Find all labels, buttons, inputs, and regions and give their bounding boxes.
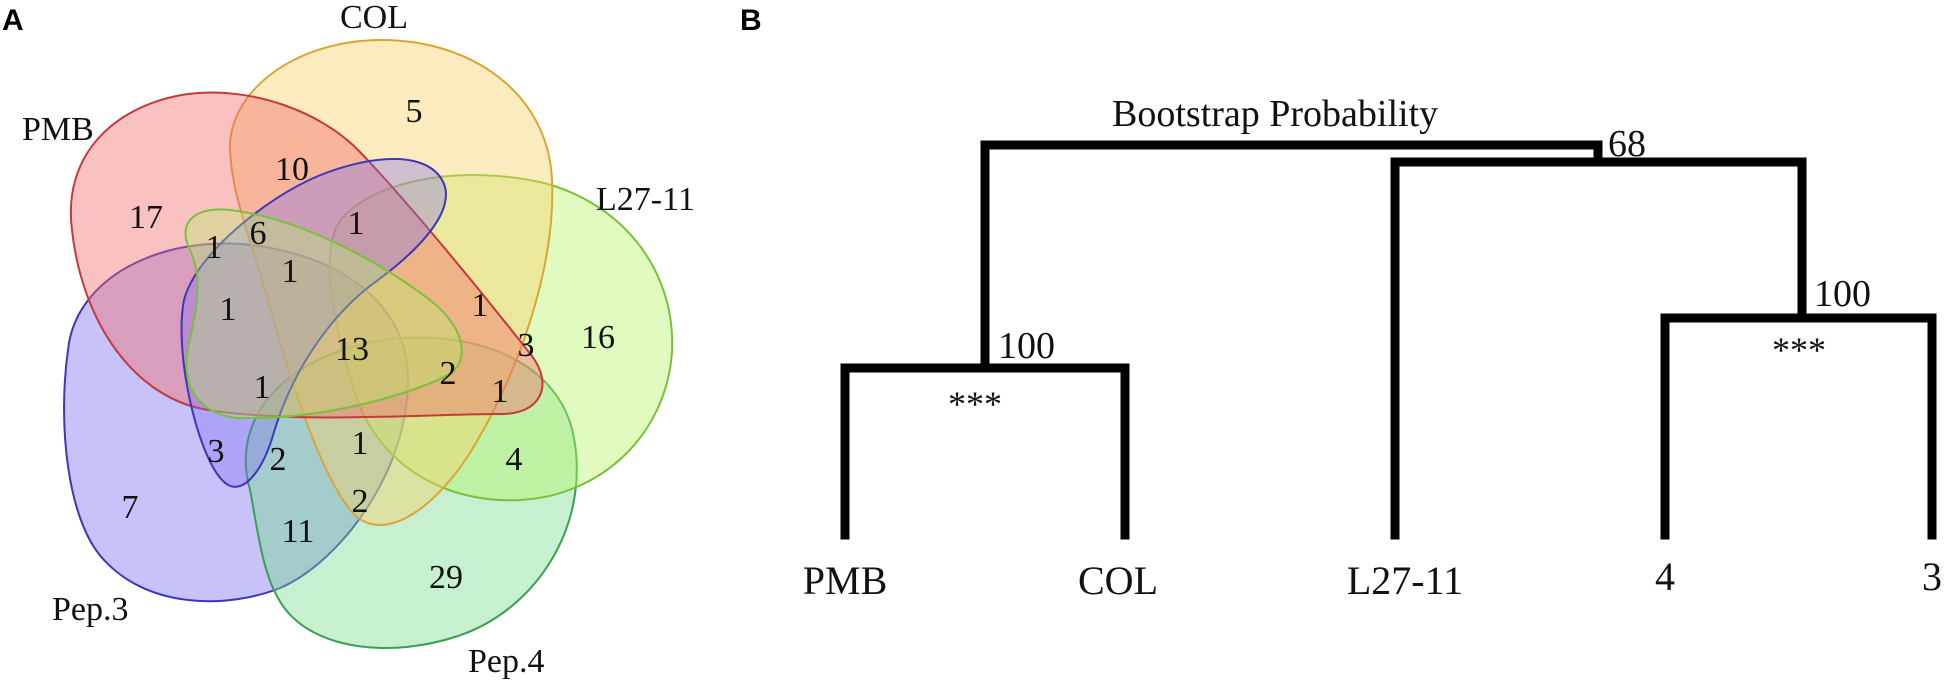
venn-set-pep3-shape <box>63 242 410 603</box>
venn-set-pep3 <box>63 242 410 603</box>
venn-set-pmb-shape <box>69 91 544 419</box>
dendrogram: Bootstrap Probability 68 100 *** 100 ***… <box>803 93 1942 603</box>
venn-set-pep4 <box>244 336 578 650</box>
leaf-label-pmb: PMB <box>803 558 888 603</box>
venn-label-col: COL <box>340 0 408 36</box>
leaf-label-col: COL <box>1078 558 1158 603</box>
venn-region-value: 2 <box>440 355 457 392</box>
node-support-pmb-col: 100 <box>998 325 1055 367</box>
venn-region-value: 1 <box>220 291 237 328</box>
branch-pmb-col <box>840 363 1130 540</box>
venn-label-pep4: Pep.4 <box>468 643 545 680</box>
venn-label-l27-11: L27-11 <box>596 181 695 218</box>
venn-region-value: 3 <box>518 327 535 364</box>
venn-region-value: 4 <box>506 441 523 478</box>
venn-region-pmb-col: 10 <box>275 151 309 188</box>
venn-petal-l27 <box>184 208 463 420</box>
venn-region-value: 2 <box>352 483 369 520</box>
venn-region-value: 1 <box>254 369 271 406</box>
venn-region-value: 1 <box>282 253 299 290</box>
leaf-label-4: 4 <box>1655 554 1675 599</box>
venn-label-pmb: PMB <box>22 111 94 148</box>
panel-label-a: A <box>2 4 24 37</box>
venn-region-value: 6 <box>250 215 267 252</box>
venn-set-l27-11 <box>328 174 674 502</box>
node-significance-pmb-col: *** <box>948 384 1002 424</box>
venn-region-value: 1 <box>352 425 369 462</box>
venn-region-value: 13 <box>335 331 369 368</box>
venn-region-value: 1 <box>492 373 509 410</box>
venn-petal-overlay <box>180 158 463 488</box>
node-significance-pep: *** <box>1772 330 1826 370</box>
venn-set-col-shape <box>228 38 554 527</box>
venn-set-pep4-shape <box>244 336 578 650</box>
leaf-label-l27-11: L27-11 <box>1347 558 1463 603</box>
tree-title: Bootstrap Probability <box>1112 93 1438 135</box>
node-support-root: 68 <box>1608 123 1646 165</box>
panel-label-b: B <box>740 4 762 37</box>
venn-region-pep4-only: 29 <box>429 559 463 596</box>
venn-region-value: 11 <box>282 513 315 550</box>
venn-region-value: 3 <box>208 433 225 470</box>
venn-region-pmb-only: 17 <box>129 199 163 236</box>
venn-region-value: 1 <box>472 287 489 324</box>
venn-set-l27-11-shape <box>328 174 674 502</box>
venn-petal-pep3 <box>180 158 447 488</box>
venn-set-col <box>228 38 554 527</box>
leaf-label-3: 3 <box>1922 554 1942 599</box>
venn-set-pmb <box>69 91 544 419</box>
branch-right <box>1390 157 1807 540</box>
venn-region-value: 2 <box>270 441 287 478</box>
venn-region-pep3-only: 7 <box>122 489 139 526</box>
venn-diagram: COL PMB L27-11 Pep.3 Pep.4 5 17 10 16 7 … <box>22 0 695 680</box>
branch-root <box>980 140 1603 365</box>
venn-region-value: 1 <box>348 205 365 242</box>
node-support-pep: 100 <box>1814 273 1871 315</box>
venn-region-col-only: 5 <box>406 93 423 130</box>
branch-pep <box>1660 313 1937 540</box>
venn-label-pep3: Pep.3 <box>52 591 129 628</box>
venn-region-l27-only: 16 <box>581 319 615 356</box>
venn-region-value: 1 <box>206 229 223 266</box>
